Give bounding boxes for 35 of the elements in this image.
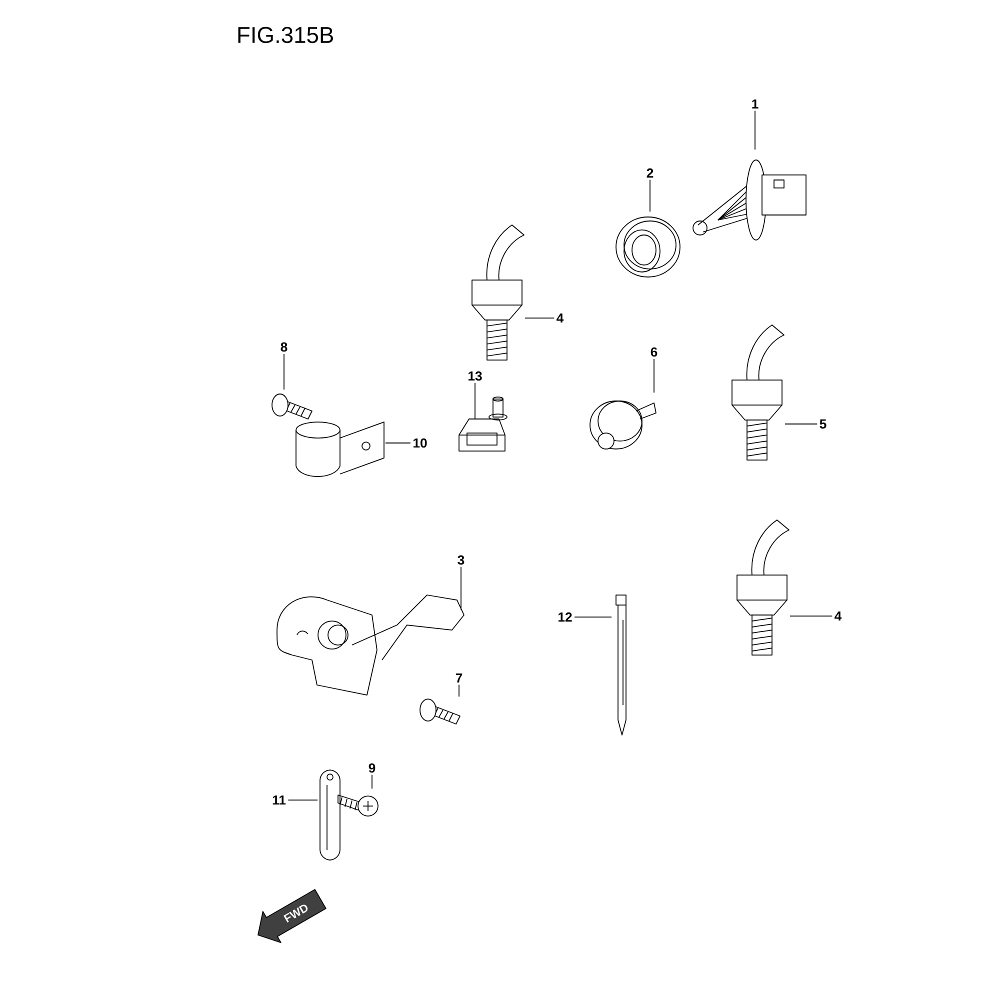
part-drawing [732, 324, 784, 460]
callout-number: 9 [368, 763, 376, 773]
part-drawing [276, 594, 464, 696]
part-drawing [472, 224, 524, 360]
part-drawing [736, 520, 790, 656]
callout-number: 3 [458, 555, 464, 565]
part-drawing [616, 594, 626, 736]
part-drawing [458, 396, 508, 452]
part-drawing [692, 160, 806, 240]
callout-number: 1 [752, 99, 758, 109]
figure-title: FIG.315B [238, 26, 333, 44]
leader-line [754, 110, 756, 150]
part-drawing [420, 698, 460, 724]
part-drawing [296, 422, 384, 477]
callout-number: 12 [558, 612, 572, 622]
part-drawing [590, 400, 656, 450]
callout-number: 10 [414, 438, 427, 448]
leader-line [385, 442, 411, 444]
callout-number: 2 [646, 168, 654, 178]
leader-line [574, 616, 612, 618]
part-drawing [320, 770, 340, 860]
leader-line [458, 684, 460, 698]
part-drawing [616, 216, 680, 278]
callout-number: 7 [456, 673, 462, 683]
part-drawing [338, 794, 378, 816]
callout-number: 6 [650, 347, 658, 357]
part-drawing [272, 394, 312, 420]
callout-number: 4 [834, 611, 842, 621]
leader-line [460, 566, 462, 610]
callout-number: 11 [272, 795, 286, 805]
leader-line [474, 382, 476, 420]
callout-number: 8 [280, 342, 288, 352]
callout-number: 5 [820, 419, 826, 429]
callout-number: 4 [556, 313, 564, 323]
callout-number: 13 [468, 371, 482, 381]
